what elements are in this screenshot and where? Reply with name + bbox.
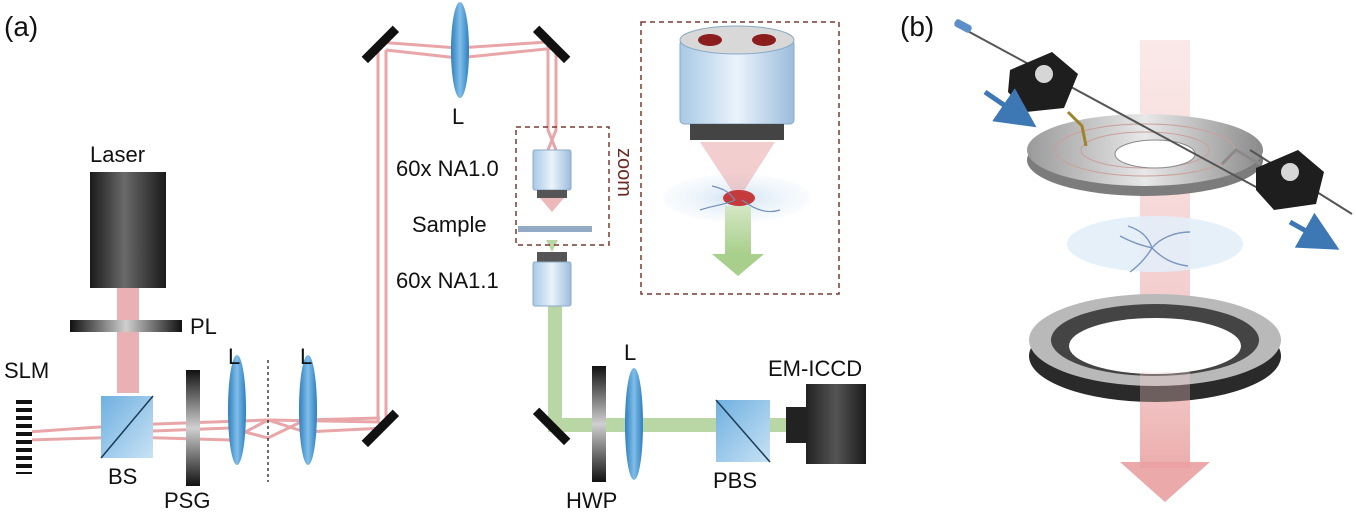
inset-objective-top [679,25,795,55]
lens-1 [228,355,246,465]
hwp-label: HWP [566,488,617,513]
panel-label-a: (a) [4,11,38,42]
ring-hole [1069,318,1241,374]
lens-top-label: L [452,104,464,129]
half-wave-plate [592,366,606,482]
pl-label: PL [190,314,217,339]
lens-1-label: L [228,344,240,369]
arrow-through-ring [1140,372,1190,468]
zoom-label: zoom [613,148,635,197]
mirror-top-left [361,25,400,64]
electrode-wire-right [1220,148,1261,166]
electrode-wire-left [1066,110,1088,147]
inset-focus-cone [700,142,775,200]
objective-bottom-label: 60x NA1.1 [396,268,499,293]
slm-label: SLM [4,358,49,383]
inset-neuron [699,185,781,213]
insert-arrow-left [983,88,1037,128]
zoom-region-box [515,126,610,246]
polarizer-pl [70,320,182,332]
camera-label: EM-ICCD [768,356,862,381]
mirror-bottom-right [532,407,571,446]
camera-lens-mount [786,407,806,443]
sample-label: Sample [412,212,487,237]
mirror-bottom-left [361,409,400,448]
bs-diagonal [100,395,154,459]
beam-vertical-laser [117,288,139,393]
lens-2 [299,355,317,465]
objective-top-label: 60x NA1.0 [396,156,499,181]
inset-port-right [752,34,776,46]
inset-objective-tip [690,124,784,140]
objective-bottom [532,240,572,307]
slm-element [16,400,32,474]
beam-down-1 [546,42,558,151]
beam-top-2 [385,46,557,60]
lens-detection-label: L [624,340,636,365]
insert-arrow-right [1288,212,1340,250]
beam-down-2 [546,48,558,151]
pbs-label: PBS [713,468,757,493]
holder-right [1256,150,1324,210]
electrode-disk [1027,110,1263,196]
psg-label: PSG [164,488,210,513]
inset-port-left [698,34,722,46]
bottom-ring [1029,294,1281,402]
disk-hole [1114,139,1196,169]
holder-left [1008,52,1078,112]
objective-top [532,149,572,212]
inset-green-beam [725,206,751,254]
inset-green-arrowhead [712,254,764,276]
needle-left [961,27,1281,201]
lens-top [451,2,469,98]
sample-slide [518,226,592,232]
zoom-inset [640,21,840,295]
neuron-cell [1119,225,1191,273]
mirror-top-right [532,25,571,64]
pbs-diagonal [715,399,771,463]
psg-plate [186,370,200,486]
laser-label: Laser [90,142,145,167]
needle-tip-left [954,19,972,33]
camera-body [806,384,866,464]
lens-detection [625,368,643,480]
bs-label: BS [108,464,137,489]
laser-body [90,172,166,288]
lens-2-label: L [300,344,312,369]
beam-green-vertical [548,305,562,425]
zoom-inset-border [640,21,840,295]
panel-label-b: (b) [900,11,934,42]
